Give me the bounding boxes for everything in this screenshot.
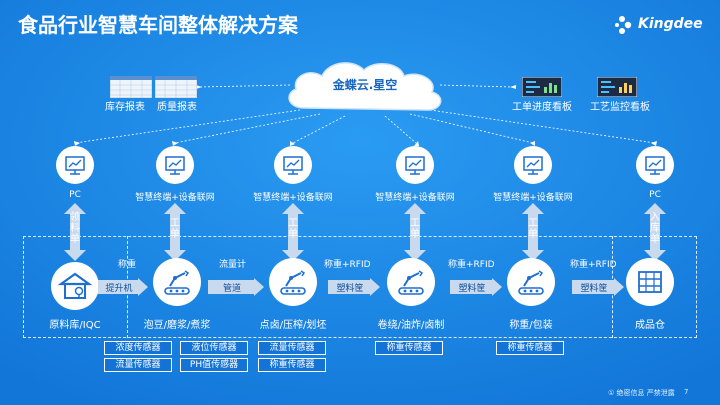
terminal-label: 智慧终端+设备联网 (375, 193, 455, 203)
terminal-label: 智慧终端+设备联网 (493, 193, 573, 203)
terminal-smart-3 (396, 146, 434, 184)
flow-top-label: 流量计 (219, 260, 247, 270)
station-press-cut (269, 258, 317, 306)
flow-arrow-icon (572, 278, 624, 296)
terminal-label: PC (649, 190, 661, 200)
page-title: 食品行业智慧车间整体解决方案 (18, 13, 298, 37)
terminal-smart-4 (514, 146, 552, 184)
robot-arm-icon (280, 270, 306, 295)
sensor-badge: 液位传感器 (180, 341, 248, 355)
station-finished-goods (626, 258, 674, 306)
station-weigh-pack (507, 258, 555, 306)
flow-arrow-icon (208, 278, 264, 296)
dashboard-icon (522, 77, 562, 97)
quality-report-label: 质量报表 (157, 102, 197, 113)
document-work-order: 工 单 (170, 218, 180, 240)
spreadsheet-icon (110, 76, 152, 98)
monitor-icon (65, 156, 85, 175)
station-label: 称重/包装 (509, 320, 553, 331)
flow-top-label: 称重+RFID (448, 260, 495, 270)
robot-arm-icon (164, 270, 190, 295)
terminal-label: 智慧终端+设备联网 (253, 193, 333, 203)
sensor-badge: 称重传感器 (258, 358, 326, 372)
double-arrow-icon (164, 203, 186, 261)
station-label: 原料库/IQC (49, 320, 101, 331)
logo: Kingdee (614, 14, 706, 38)
double-arrow-icon (282, 203, 304, 261)
terminal-label: PC (69, 190, 81, 200)
flow-arrow-icon (328, 278, 380, 296)
terminal-pc-left (56, 146, 94, 184)
flow-arrow-icon (450, 278, 502, 296)
page-number: 7 (684, 388, 689, 396)
document-receipt: 入 库 单 (650, 212, 660, 245)
monitor-icon (405, 156, 425, 175)
sensor-badge: PH值传感器 (180, 358, 248, 372)
double-arrow-icon (64, 203, 86, 261)
terminal-pc-right (636, 146, 674, 184)
production-section (23, 236, 697, 338)
terminal-smart-2 (274, 146, 312, 184)
shelf-icon (638, 271, 662, 293)
double-arrow-icon (522, 203, 544, 261)
monitor-icon (523, 156, 543, 175)
process-board-label: 工艺监控看板 (590, 102, 650, 113)
robot-arm-icon (398, 270, 424, 295)
sensor-badge: 流量传感器 (104, 358, 172, 372)
station-roll-fry (387, 258, 435, 306)
robot-arm-icon (518, 270, 544, 295)
sensor-badge: 流量传感器 (258, 341, 326, 355)
station-soak-grind (153, 258, 201, 306)
flow-arrow-icon (98, 278, 148, 296)
document-pick-list: 领 料 单 (70, 212, 80, 245)
document-work-order: 工 单 (288, 218, 298, 240)
flow-top-label: 称重 (118, 260, 137, 270)
station-label: 成品仓 (635, 320, 665, 331)
warehouse-icon (57, 272, 93, 299)
station-raw-warehouse (51, 262, 99, 310)
spreadsheet-icon (155, 76, 197, 98)
double-arrow-icon (644, 203, 666, 261)
document-work-order: 工 单 (528, 218, 538, 240)
cloud-label: 金蝶云.星空 (332, 78, 398, 92)
station-label: 泡豆/磨浆/煮浆 (143, 320, 211, 331)
confidential-note: ① 绝密信息 严禁泄露 (608, 389, 675, 397)
flow-arrow-label: 塑料筐 (580, 284, 608, 294)
station-label: 点卤/压榨/划坯 (259, 320, 327, 331)
station-label: 卷绕/油炸/卤制 (377, 320, 445, 331)
flow-arrow-label: 提升机 (105, 284, 133, 294)
terminal-label: 智慧终端+设备联网 (135, 193, 215, 203)
monitor-icon (645, 156, 665, 175)
double-arrow-icon (404, 203, 426, 261)
flow-arrow-label: 管道 (222, 284, 241, 294)
flow-top-label: 称重+RFID (570, 260, 617, 270)
document-work-order: 工 单 (410, 218, 420, 240)
cloud-icon (288, 62, 442, 111)
work-order-board-label: 工单进度看板 (512, 102, 572, 113)
monitor-icon (165, 156, 185, 175)
flow-arrow-label: 塑料筐 (458, 284, 486, 294)
inventory-report-label: 库存报表 (105, 102, 145, 113)
terminal-smart-1 (156, 146, 194, 184)
monitor-icon (283, 156, 303, 175)
sensor-badge: 称重传感器 (375, 341, 443, 355)
sensor-badge: 称重传感器 (496, 341, 564, 355)
sensor-badge: 浓度传感器 (104, 341, 172, 355)
flow-arrow-label: 塑料筐 (336, 284, 364, 294)
kingdee-dots-icon (615, 16, 632, 34)
logo-text: Kingdee (638, 16, 703, 32)
flow-top-label: 称重+RFID (324, 260, 371, 270)
dashboard-icon (597, 77, 637, 97)
